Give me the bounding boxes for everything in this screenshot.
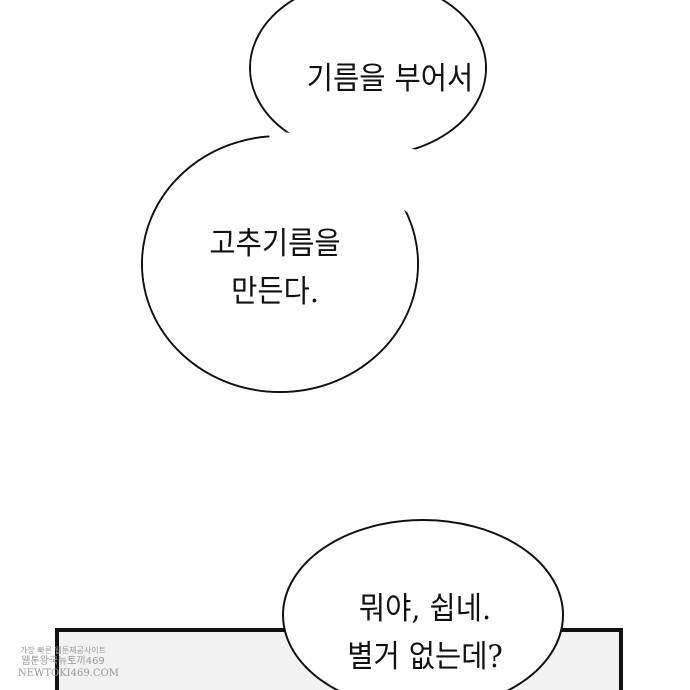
bubble-text-line: 기름을 부어서 (306, 61, 474, 97)
watermark-line: 웹툰왕국뉴토끼469 (21, 656, 105, 667)
watermark: 가장 빠른 웹툰제공사이트 웹툰왕국뉴토끼469 NEWTOKI469.COM (18, 645, 119, 680)
watermark-line: NEWTOKI469.COM (18, 668, 119, 679)
watermark-line: 가장 빠른 웹툰제공사이트 (19, 646, 107, 655)
bubble-top-text: 기름을 부어서 (298, 55, 482, 103)
bubble-text-line: 뭐야, 쉽네. (358, 591, 492, 627)
speech-bubble-bottom (282, 519, 564, 690)
bubble-text-line: 고추기름을 (209, 226, 341, 262)
bubble-text-line: 별거 없는데? (347, 639, 503, 675)
bubble-middle-text: 고추기름을 만든다. (183, 220, 367, 316)
bubble-text-line: 만든다. (231, 274, 319, 310)
bubble-bottom-text: 뭐야, 쉽네. 별거 없는데? (328, 585, 521, 681)
